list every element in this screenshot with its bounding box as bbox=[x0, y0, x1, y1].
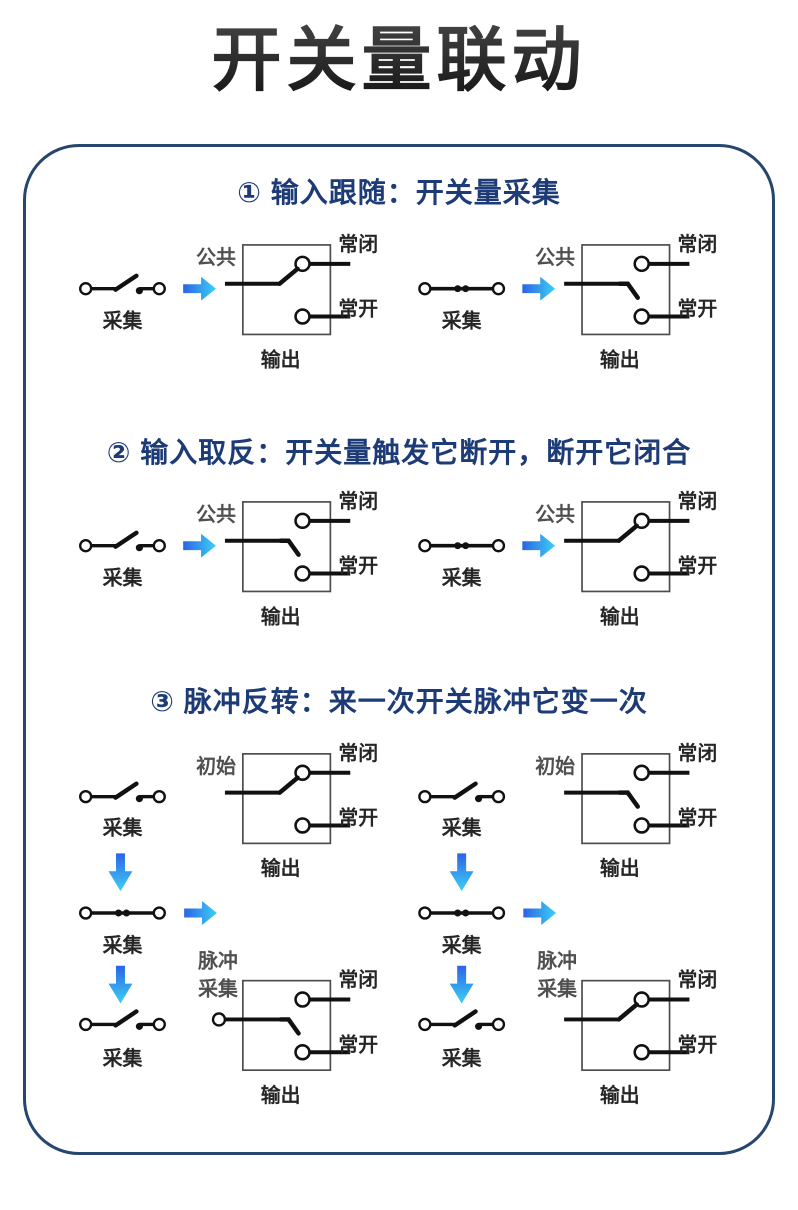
relay-output-box: 公共 常闭 常开 输出 bbox=[535, 232, 717, 370]
common-label: 公共 bbox=[196, 504, 236, 526]
down-arrow-icon bbox=[449, 853, 474, 892]
closed-switch-icon bbox=[78, 905, 167, 921]
input-label: 采集 bbox=[102, 566, 143, 589]
page-title: 开关量联动 bbox=[0, 16, 798, 106]
input-label: 采集 bbox=[441, 934, 482, 957]
common-label: 公共 bbox=[196, 246, 236, 268]
no-label: 常开 bbox=[678, 297, 718, 320]
open-switch-icon bbox=[419, 1011, 504, 1030]
no-label: 常开 bbox=[338, 806, 378, 829]
page: 开关量联动 bbox=[0, 16, 798, 1155]
output-label: 输出 bbox=[600, 1084, 640, 1107]
relay-output-box: 常闭 常开 输出 bbox=[211, 969, 378, 1107]
section3-heading: ③ 脉冲反转：来一次开关脉冲它变一次 bbox=[150, 685, 648, 717]
right-arrow-icon bbox=[183, 276, 216, 301]
no-label: 常开 bbox=[338, 297, 378, 320]
output-label: 输出 bbox=[600, 857, 640, 880]
relay-switch-no-icon bbox=[564, 754, 689, 844]
nc-label: 常闭 bbox=[678, 490, 718, 513]
open-switch-icon bbox=[80, 1011, 165, 1030]
relay-switch-no-icon bbox=[225, 981, 350, 1071]
input-label: 采集 bbox=[441, 309, 482, 332]
nc-label: 常闭 bbox=[678, 742, 718, 765]
output-label: 输出 bbox=[261, 605, 301, 628]
output-label: 输出 bbox=[600, 348, 640, 371]
section3-diagram: 采集 初始 常闭 常开 输出 采集 采集 脉冲 采集 bbox=[26, 742, 717, 1107]
open-switch-icon bbox=[80, 533, 165, 552]
nc-label: 常闭 bbox=[338, 969, 378, 992]
down-arrow-icon bbox=[449, 965, 474, 1004]
pulse-collect-label: 采集 bbox=[197, 978, 238, 1001]
down-arrow-icon bbox=[108, 853, 133, 892]
relay-switch-no-icon bbox=[564, 245, 689, 335]
common-label: 公共 bbox=[535, 504, 575, 526]
input-label: 采集 bbox=[102, 934, 143, 957]
content-panel: ① 输入跟随：开关量采集 采集 公共 常闭 常开 输出 采集 bbox=[23, 143, 775, 1155]
initial-label: 初始 bbox=[535, 755, 575, 778]
pulse-sequence-column: 采集 初始 常闭 常开 输出 采集 采集 脉冲 采集 bbox=[419, 742, 717, 1107]
relay-switch-nc-icon bbox=[225, 245, 350, 335]
no-label: 常开 bbox=[338, 1033, 378, 1056]
common-terminal-icon bbox=[211, 1012, 227, 1027]
input-label: 采集 bbox=[441, 816, 482, 839]
relay-switch-no-icon bbox=[225, 502, 350, 592]
relay-output-box: 常闭 常开 输出 bbox=[564, 969, 717, 1107]
nc-label: 常闭 bbox=[678, 232, 718, 255]
right-arrow-icon bbox=[523, 901, 557, 925]
no-label: 常开 bbox=[338, 554, 378, 577]
relay-output-box: 初始 常闭 常开 输出 bbox=[196, 742, 378, 880]
input-label: 采集 bbox=[441, 1047, 482, 1070]
output-label: 输出 bbox=[261, 1084, 301, 1107]
closed-switch-icon bbox=[417, 538, 506, 553]
open-switch-icon bbox=[419, 784, 504, 803]
common-label: 公共 bbox=[535, 246, 575, 268]
no-label: 常开 bbox=[678, 554, 718, 577]
down-arrow-icon bbox=[108, 965, 133, 1004]
nc-label: 常闭 bbox=[338, 232, 378, 255]
relay-output-box: 公共 常闭 常开 输出 bbox=[535, 490, 717, 628]
open-switch-icon bbox=[80, 784, 165, 803]
right-arrow-icon bbox=[522, 533, 556, 558]
diagram-group: 采集 公共 常闭 常开 输出 bbox=[417, 490, 717, 628]
relay-switch-nc-icon bbox=[564, 502, 689, 592]
diagram-group: 采集 公共 常闭 常开 输出 bbox=[80, 232, 378, 371]
pulse-sequence-column: 采集 初始 常闭 常开 输出 采集 采集 脉冲 采集 bbox=[80, 742, 378, 1107]
closed-switch-icon bbox=[417, 905, 506, 921]
output-label: 输出 bbox=[600, 605, 640, 628]
nc-label: 常闭 bbox=[678, 969, 718, 992]
input-label: 采集 bbox=[102, 816, 143, 839]
section2-diagram: 采集 公共 常闭 常开 输出 采集 公共 常闭 常 bbox=[26, 490, 717, 628]
diagram-group: 采集 公共 常闭 常开 输出 bbox=[80, 490, 378, 628]
relay-output-box: 初始 常闭 常开 输出 bbox=[535, 742, 717, 880]
nc-label: 常闭 bbox=[338, 742, 378, 765]
no-label: 常开 bbox=[678, 806, 718, 829]
diagram-group: 采集 公共 常闭 常开 输出 bbox=[417, 232, 717, 371]
relay-switch-nc-icon bbox=[564, 981, 689, 1071]
section1-diagram: 采集 公共 常闭 常开 输出 采集 公共 常闭 常 bbox=[26, 232, 717, 371]
relay-output-box: 公共 常闭 常开 输出 bbox=[196, 232, 378, 370]
output-label: 输出 bbox=[261, 348, 301, 371]
open-switch-icon bbox=[80, 275, 165, 294]
relay-switch-nc-icon bbox=[225, 754, 350, 844]
pulse-label: 脉冲 bbox=[536, 950, 577, 973]
closed-switch-icon bbox=[417, 281, 506, 296]
input-label: 采集 bbox=[102, 309, 143, 332]
right-arrow-icon bbox=[184, 901, 217, 925]
section1-heading: ① 输入跟随：开关量采集 bbox=[237, 176, 561, 208]
pulse-collect-label: 采集 bbox=[536, 978, 577, 1001]
right-arrow-icon bbox=[522, 276, 556, 301]
input-label: 采集 bbox=[102, 1047, 143, 1070]
initial-label: 初始 bbox=[196, 755, 236, 778]
right-arrow-icon bbox=[183, 533, 216, 558]
section2-heading: ② 输入取反：开关量触发它断开，断开它闭合 bbox=[106, 436, 692, 468]
input-label: 采集 bbox=[441, 566, 482, 589]
pulse-label: 脉冲 bbox=[197, 950, 238, 973]
relay-output-box: 公共 常闭 常开 输出 bbox=[196, 490, 378, 628]
no-label: 常开 bbox=[678, 1033, 718, 1056]
output-label: 输出 bbox=[261, 857, 301, 880]
nc-label: 常闭 bbox=[338, 490, 378, 513]
